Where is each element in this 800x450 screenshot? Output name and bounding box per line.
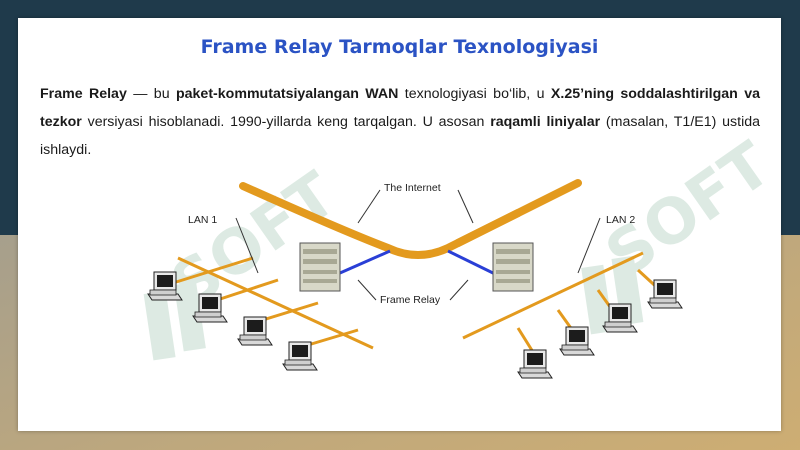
frame-relay-link-right xyxy=(447,249,496,276)
router-lan2 xyxy=(492,242,534,292)
label-frame-relay: Frame Relay xyxy=(380,294,441,306)
frame-relay-link-left xyxy=(339,249,391,275)
label-internet: The Internet xyxy=(384,182,441,194)
slide-paragraph: Frame Relay — bu paket-kommutatsiyalanga… xyxy=(40,80,760,164)
paragraph-run: X.25’ning soddalashtirilgan va tezkor xyxy=(40,86,761,130)
paragraph-run: texnologiyasi bo‘lib, u xyxy=(398,86,551,102)
internet-backbone-line-right xyxy=(454,209,522,247)
callout-lines xyxy=(235,189,601,301)
computer-lan2-2 xyxy=(559,326,595,356)
router-lan1 xyxy=(299,242,341,292)
slide-title: Frame Relay Tarmoqlar Texnologiyasi xyxy=(200,36,599,58)
computer-lan2-3 xyxy=(602,303,638,333)
paragraph-run: Frame Relay xyxy=(40,86,127,102)
computer-lan1-1 xyxy=(147,271,183,301)
computer-lan1-4 xyxy=(282,341,318,371)
paragraph-run: (masalan, T1/E1) ustida ishlaydi. xyxy=(40,114,760,158)
paragraph-run: paket-kommutatsiyalangan WAN xyxy=(175,86,399,102)
computer-lan2-1 xyxy=(517,349,553,379)
paragraph-run: raqamli liniyalar xyxy=(490,114,601,130)
computer-lan1-3 xyxy=(237,316,273,346)
paragraph-run: versiyasi hisoblanadi. 1990-yillarda ken… xyxy=(81,114,491,130)
label-lan2: LAN 2 xyxy=(606,214,635,226)
network-diagram: The Internet LAN 1 LAN 2 Frame Relay xyxy=(147,179,683,379)
slide: Frame Relay Tarmoqlar Texnologiyasi Fram… xyxy=(18,18,781,431)
paragraph-run: — bu xyxy=(126,86,176,102)
label-lan1: LAN 1 xyxy=(188,214,217,226)
